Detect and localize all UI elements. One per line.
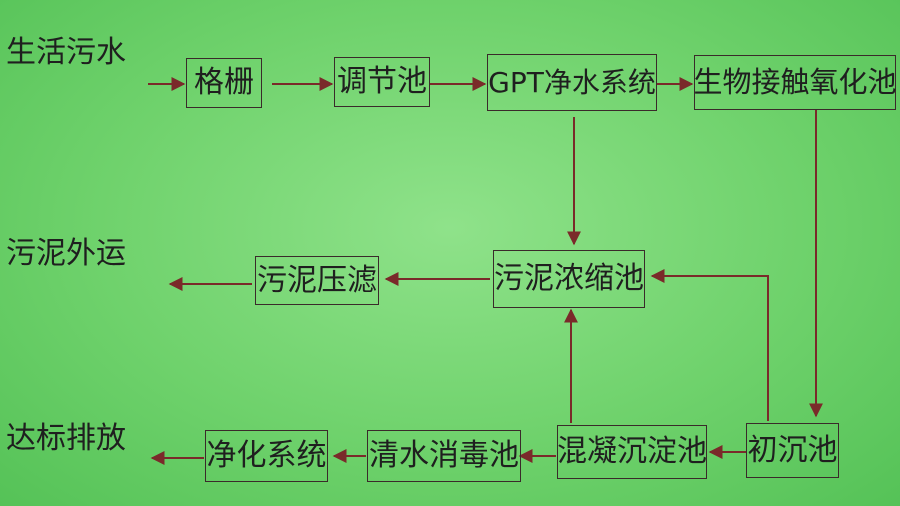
node-disinfection-tank: 清水消毒池 bbox=[367, 430, 521, 482]
node-gpt-system: GPT净水系统 bbox=[487, 54, 657, 111]
node-coag-sedimentation-tank: 混凝沉淀池 bbox=[557, 425, 707, 479]
label-sewage: 生活污水 bbox=[6, 35, 126, 70]
label-discharge: 达标排放 bbox=[6, 421, 126, 456]
node-primary-settling-tank: 初沉池 bbox=[746, 423, 839, 478]
arrow-primary-to-thickening bbox=[650, 269, 769, 421]
node-sludge-thickening-tank: 污泥浓缩池 bbox=[493, 250, 645, 308]
node-purification-system: 净化系统 bbox=[205, 430, 328, 482]
node-sludge-press: 污泥压滤 bbox=[255, 256, 379, 305]
node-grille: 格栅 bbox=[186, 58, 262, 108]
node-bio-contact-tank: 生物接触氧化池 bbox=[694, 55, 897, 110]
node-regulating-tank: 调节池 bbox=[334, 57, 430, 107]
label-sludge-out: 污泥外运 bbox=[6, 236, 126, 271]
